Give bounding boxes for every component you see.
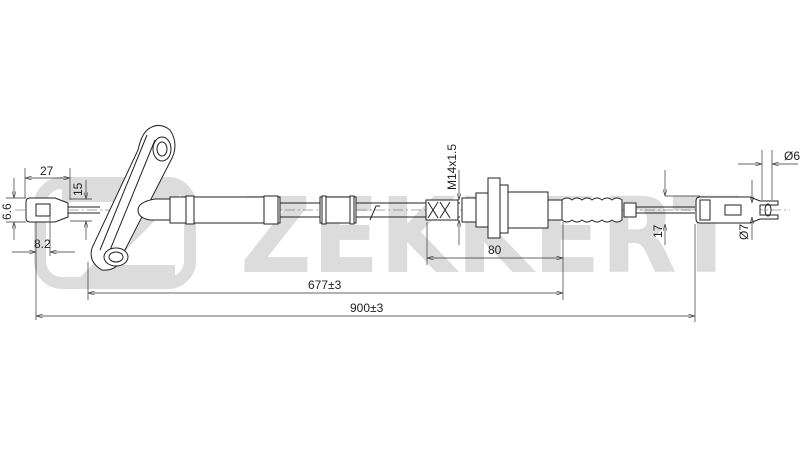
outer-sleeve	[137, 195, 460, 225]
threaded-adjuster	[425, 177, 563, 239]
clevis-end	[695, 196, 779, 224]
dia-6-label: Ø6	[784, 149, 800, 163]
dim-677-label: 677±3	[308, 278, 342, 292]
dim-27-label: 27	[40, 164, 54, 178]
rubber-boot	[561, 197, 695, 223]
dim-80-label: 80	[488, 243, 502, 257]
dim-8-2-label: 8.2	[34, 237, 51, 251]
dim-6-6-label: 6.6	[0, 203, 14, 220]
left-end-fitting	[25, 197, 100, 223]
lever-bracket	[90, 124, 176, 271]
logo-frame	[34, 177, 196, 289]
dia-7-label: Ø7	[737, 224, 751, 240]
dim-17-label: 17	[651, 224, 665, 238]
dim-15-label: 15	[71, 182, 85, 196]
thread-m14-label: M14x1.5	[445, 144, 459, 190]
dim-900-label: 900±3	[350, 301, 384, 315]
dimension-lines	[6, 150, 798, 322]
